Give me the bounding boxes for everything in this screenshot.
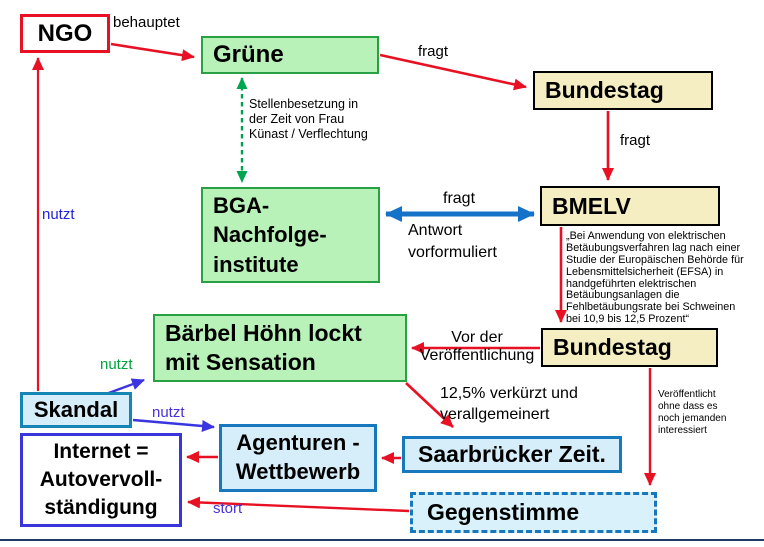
arrow-gruene-to-bundestag bbox=[379, 53, 527, 91]
arrow-ngo-to-gruene bbox=[110, 42, 195, 62]
node-bga-nachfolgeinstitute: BGA- Nachfolge- institute bbox=[201, 187, 380, 283]
edge-label-behauptet: behauptet bbox=[113, 14, 180, 31]
node-bundestag-1: Bundestag bbox=[533, 71, 713, 110]
node-skandal: Skandal bbox=[20, 392, 132, 428]
node-bundestag-2: Bundestag bbox=[541, 328, 718, 367]
edge-label-nutzt-baerbel: nutzt bbox=[100, 356, 133, 373]
edge-label-verkuerzt: 12,5% verkürzt und verallgemeinert bbox=[440, 385, 578, 423]
arrow-skandal-to-baerbel bbox=[105, 378, 145, 396]
edge-label-fragt-3: fragt bbox=[443, 190, 476, 207]
node-saarbruecker-zeitung: Saarbrücker Zeit. bbox=[402, 436, 622, 473]
node-ngo: NGO bbox=[20, 14, 110, 53]
edge-label-stort: stort bbox=[213, 500, 243, 517]
edge-label-fragt-2: fragt bbox=[620, 132, 651, 149]
node-bmelv: BMELV bbox=[540, 186, 720, 226]
edge-label-vor-der-veroeffentlichung: Vor der Veröffentlichung bbox=[419, 329, 535, 365]
arrow-skandal-to-agenturen bbox=[132, 418, 215, 432]
node-internet-autovervollstaendigung: Internet = Autovervoll- ständigung bbox=[20, 433, 182, 527]
edge-label-nutzt-ngo: nutzt bbox=[42, 206, 75, 223]
node-baerbel-hoehn: Bärbel Höhn lockt mit Sensation bbox=[153, 314, 407, 382]
edge-label-efsa-zitat: „Bei Anwendung von elektrischen Betäubun… bbox=[566, 230, 744, 326]
edge-label-fragt-1: fragt bbox=[418, 43, 449, 60]
edge-label-stellenbesetzung: Stellenbesetzung in der Zeit von Frau Kü… bbox=[249, 97, 368, 141]
node-gegenstimme: Gegenstimme bbox=[410, 492, 657, 533]
edge-label-veroeffentlicht-ohne: Veröffentlicht ohne dass es noch jemande… bbox=[658, 389, 727, 436]
edge-label-nutzt-agenturen: nutzt bbox=[152, 404, 185, 421]
arrow-baerbel-to-saarbruecker bbox=[405, 382, 454, 428]
slide-bottom-divider bbox=[0, 539, 764, 541]
node-gruene: Grüne bbox=[201, 36, 379, 74]
arrow-gegenstimme-to-internet bbox=[187, 496, 410, 513]
node-agenturen-wettbewerb: Agenturen - Wettbewerb bbox=[219, 424, 377, 492]
edge-label-antwort-vorformuliert: Antwort vorformuliert bbox=[408, 222, 497, 261]
